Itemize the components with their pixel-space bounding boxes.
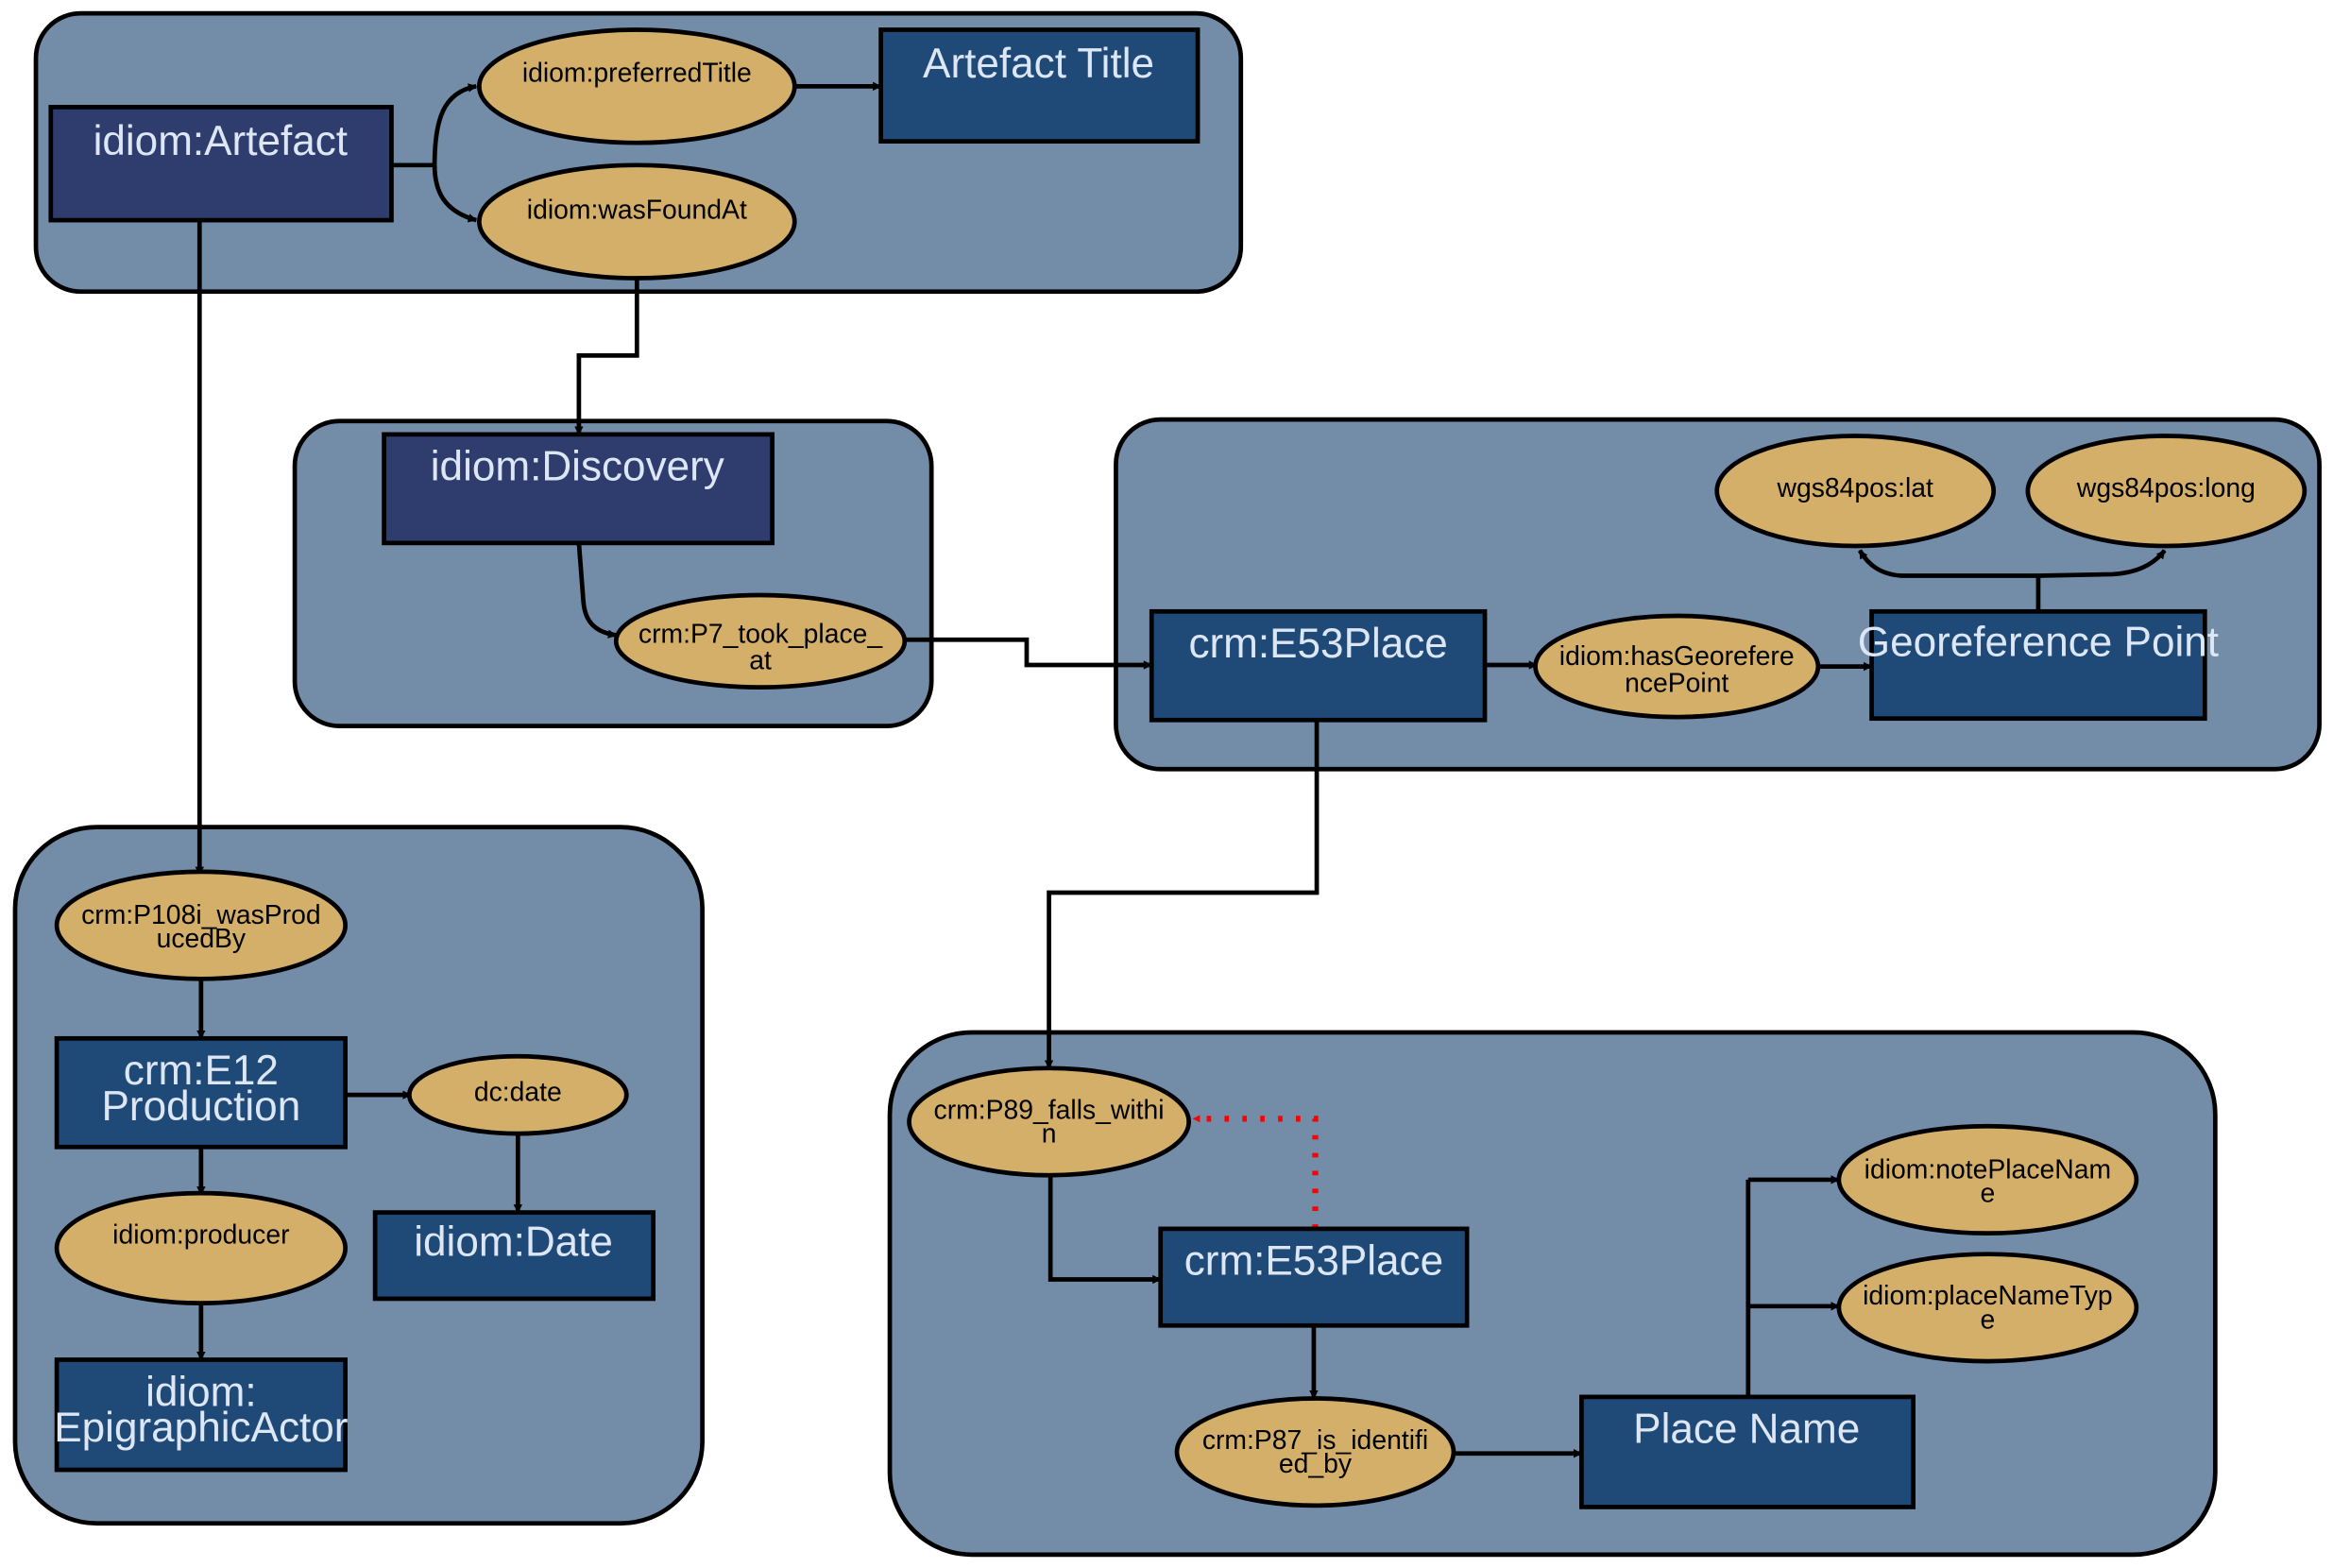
entity-date-box bbox=[372, 1210, 656, 1302]
entity-epigraphic-actor-label-1: idiom: bbox=[145, 1369, 257, 1415]
property-place-name-type-label-2: e bbox=[1980, 1304, 1995, 1335]
property-has-georeference-point-label-1: idiom:hasGeorefere bbox=[1559, 641, 1795, 672]
property-long-label: wgs84pos:long bbox=[2076, 473, 2256, 503]
entity-discovery[interactable]: idiom:Discovery bbox=[382, 432, 775, 546]
edge-took-place-at-place bbox=[906, 637, 1153, 670]
entity-place-name[interactable]: Place Name bbox=[1579, 1394, 1916, 1509]
edge-georeference-lat bbox=[1857, 549, 2038, 578]
property-note-place-name-label-2: e bbox=[1980, 1179, 1995, 1209]
property-dc-date[interactable]: dc:date bbox=[406, 1053, 629, 1136]
entity-place-bottom-label: crm:E53Place bbox=[1184, 1238, 1443, 1285]
entity-discovery-label: idiom:Discovery bbox=[431, 444, 724, 490]
property-was-produced-by-label-2: ucedBy bbox=[157, 924, 247, 954]
property-producer[interactable]: idiom:producer bbox=[54, 1190, 348, 1306]
property-long-shape bbox=[2025, 434, 2307, 549]
property-was-produced-by[interactable]: crm:P108i_wasProd ucedBy bbox=[54, 869, 348, 981]
entity-discovery-box bbox=[382, 432, 775, 546]
property-dc-date-shape bbox=[406, 1053, 629, 1136]
entity-place-bottom[interactable]: crm:E53Place bbox=[1158, 1226, 1470, 1328]
property-falls-within-label-1: crm:P89_falls_withi bbox=[934, 1095, 1165, 1125]
entity-epigraphic-actor-label-2: EpigraphicActor bbox=[54, 1405, 348, 1451]
entity-place-bottom-box bbox=[1158, 1226, 1470, 1328]
entity-production-label-1: crm:E12 bbox=[124, 1048, 279, 1094]
property-is-identified-by-label-2: ed_by bbox=[1279, 1449, 1353, 1479]
property-has-georeference-point-shape bbox=[1533, 613, 1821, 720]
entity-epigraphic-actor-box bbox=[54, 1357, 348, 1473]
entity-place-top-label: crm:E53Place bbox=[1188, 621, 1447, 667]
property-place-name-type-label-1: idiom:placeNameTyp bbox=[1863, 1281, 2113, 1311]
entity-georeference-point-label: Georeference Point bbox=[1858, 620, 2219, 666]
property-was-found-at[interactable]: idiom:wasFoundAt bbox=[477, 162, 797, 281]
entity-artefact-title-label: Artefact Title bbox=[923, 41, 1154, 87]
entity-place-name-box bbox=[1579, 1394, 1916, 1509]
entity-production-label-2: Production bbox=[101, 1083, 300, 1130]
entity-artefact-title-box bbox=[878, 27, 1201, 144]
property-lat[interactable]: wgs84pos:lat bbox=[1714, 434, 1997, 549]
edge-georeference-long bbox=[2037, 549, 2167, 578]
edge-artefact-preferred-title bbox=[432, 83, 478, 165]
entity-artefact[interactable]: idiom:Artefact bbox=[48, 105, 394, 223]
property-producer-label: idiom:producer bbox=[112, 1220, 289, 1251]
property-is-identified-by-shape bbox=[1174, 1396, 1456, 1508]
property-took-place-at[interactable]: crm:P7_took_place_ at bbox=[613, 592, 908, 690]
entity-georeference-point[interactable]: Georeference Point bbox=[1858, 608, 2219, 722]
entity-production[interactable]: crm:E12 Production bbox=[54, 1035, 348, 1150]
property-took-place-at-label-1: crm:P7_took_place_ bbox=[639, 619, 883, 649]
property-lat-label: wgs84pos:lat bbox=[1777, 473, 1933, 503]
property-took-place-at-label-2: at bbox=[749, 646, 772, 676]
entity-artefact-box bbox=[48, 105, 394, 223]
property-preferred-title[interactable]: idiom:preferredTitle bbox=[477, 27, 797, 145]
edge-falls-within-place bbox=[1047, 1175, 1162, 1285]
property-took-place-at-shape bbox=[613, 592, 908, 690]
edge-place-falls-within bbox=[1044, 721, 1320, 1069]
property-preferred-title-label: idiom:preferredTitle bbox=[522, 59, 752, 89]
entity-date[interactable]: idiom:Date bbox=[372, 1210, 656, 1302]
entity-epigraphic-actor[interactable]: idiom: EpigraphicActor bbox=[54, 1357, 348, 1473]
property-was-produced-by-shape bbox=[54, 869, 348, 981]
property-lat-shape bbox=[1714, 434, 1997, 549]
property-has-georeference-point-label-2: ncePoint bbox=[1625, 668, 1728, 698]
edge-was-found-at-discovery bbox=[574, 278, 639, 435]
property-place-name-type-shape bbox=[1836, 1252, 2139, 1364]
property-long[interactable]: wgs84pos:long bbox=[2025, 434, 2307, 549]
edges bbox=[195, 81, 2167, 1458]
property-falls-within-label-2: n bbox=[1042, 1119, 1057, 1150]
property-dc-date-label: dc:date bbox=[474, 1077, 562, 1107]
property-has-georeference-point[interactable]: idiom:hasGeorefere ncePoint bbox=[1533, 613, 1821, 720]
property-is-identified-by[interactable]: crm:P87_is_identifi ed_by bbox=[1174, 1396, 1456, 1508]
entity-place-top[interactable]: crm:E53Place bbox=[1149, 608, 1488, 723]
entity-georeference-point-box bbox=[1869, 608, 2207, 722]
property-is-identified-by-label-1: crm:P87_is_identifi bbox=[1202, 1425, 1428, 1456]
property-falls-within[interactable]: crm:P89_falls_withi n bbox=[907, 1065, 1191, 1178]
edge-artefact-was-found-at bbox=[432, 164, 478, 223]
entity-artefact-title[interactable]: Artefact Title bbox=[878, 27, 1201, 144]
entity-production-box bbox=[54, 1035, 348, 1150]
property-producer-shape bbox=[54, 1190, 348, 1306]
property-note-place-name[interactable]: idiom:notePlaceNam e bbox=[1836, 1123, 2139, 1236]
entity-place-name-label: Place Name bbox=[1633, 1406, 1860, 1453]
property-place-name-type[interactable]: idiom:placeNameTyp e bbox=[1836, 1252, 2139, 1364]
edge-place-falls-within-dotted bbox=[1192, 1115, 1319, 1229]
property-was-found-at-shape bbox=[477, 162, 797, 281]
entity-date-label: idiom:Date bbox=[414, 1219, 613, 1265]
property-note-place-name-shape bbox=[1836, 1123, 2139, 1236]
property-was-found-at-label: idiom:wasFoundAt bbox=[527, 196, 747, 226]
entity-place-top-box bbox=[1149, 608, 1488, 723]
entity-artefact-label: idiom:Artefact bbox=[94, 118, 348, 164]
property-note-place-name-label-1: idiom:notePlaceNam bbox=[1865, 1154, 2111, 1185]
property-preferred-title-shape bbox=[477, 27, 797, 145]
property-falls-within-shape bbox=[907, 1065, 1191, 1178]
group-production bbox=[12, 825, 705, 1526]
edge-discovery-took-place-at bbox=[576, 542, 618, 639]
property-was-produced-by-label-1: crm:P108i_wasProd bbox=[81, 900, 320, 930]
